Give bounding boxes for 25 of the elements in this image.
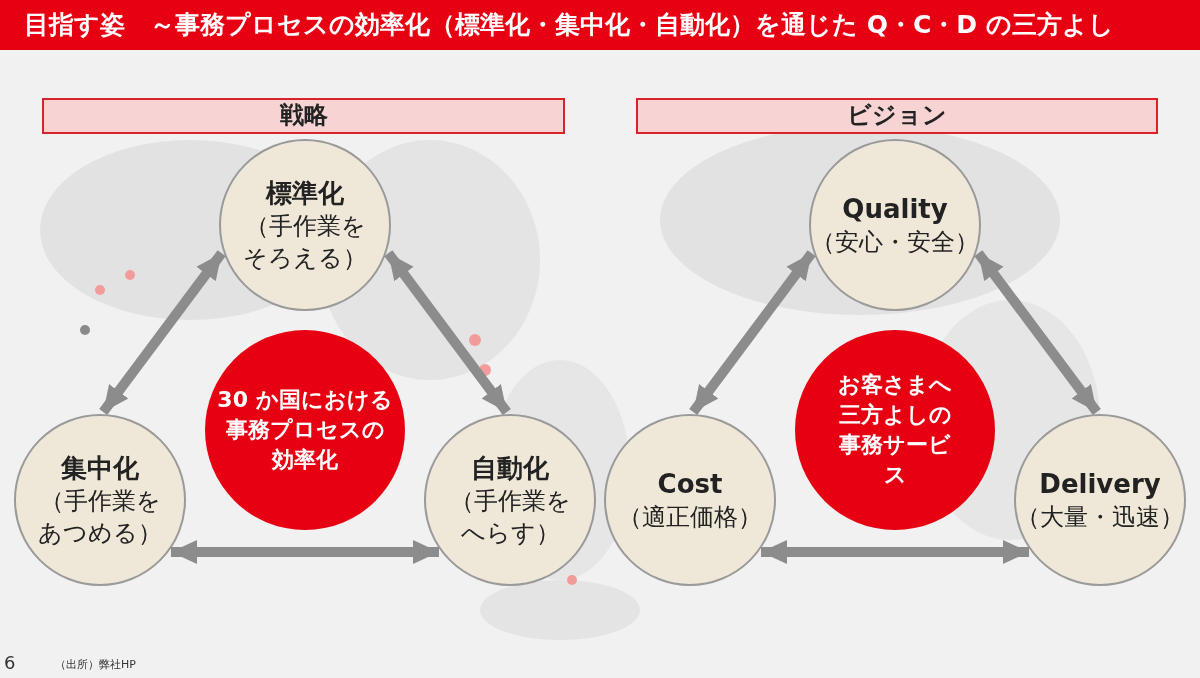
node-heading: 集中化 (61, 452, 139, 485)
source-note: （出所）弊社HP (55, 657, 136, 672)
node-heading: 自動化 (471, 452, 549, 485)
double-arrow (761, 540, 1029, 564)
double-arrow (171, 540, 439, 564)
node-text: （手作業をへらす） (448, 486, 572, 549)
double-arrow (99, 250, 226, 416)
node-heading: Cost (657, 468, 723, 501)
node-text: （適正価格） (618, 502, 762, 533)
double-arrow (689, 250, 816, 416)
header-bar: ビジョン (636, 98, 1158, 134)
node-text: 30 か国における事務プロセスの効率化 (216, 386, 394, 474)
node-text: お客さまへ三方よしの事務サービス (837, 371, 953, 489)
page-number: 6 (4, 652, 16, 673)
node-heading: Quality (842, 193, 948, 226)
node-text: （手作業をあつめる） (37, 486, 163, 549)
node-heading: 標準化 (266, 177, 344, 210)
double-arrow (974, 250, 1101, 416)
slide-title: 目指す姿 ～事務プロセスの効率化（標準化・集中化・自動化）を通じた Q・C・D の三方よし (0, 0, 1200, 50)
node-text: （手作業をそろえる） (242, 211, 368, 274)
node-text: （安心・安全） (811, 227, 979, 258)
node-heading: Delivery (1039, 468, 1161, 501)
double-arrow (384, 250, 511, 416)
node-text: （大量・迅速） (1016, 502, 1184, 533)
header-bar: 戦略 (42, 98, 565, 134)
